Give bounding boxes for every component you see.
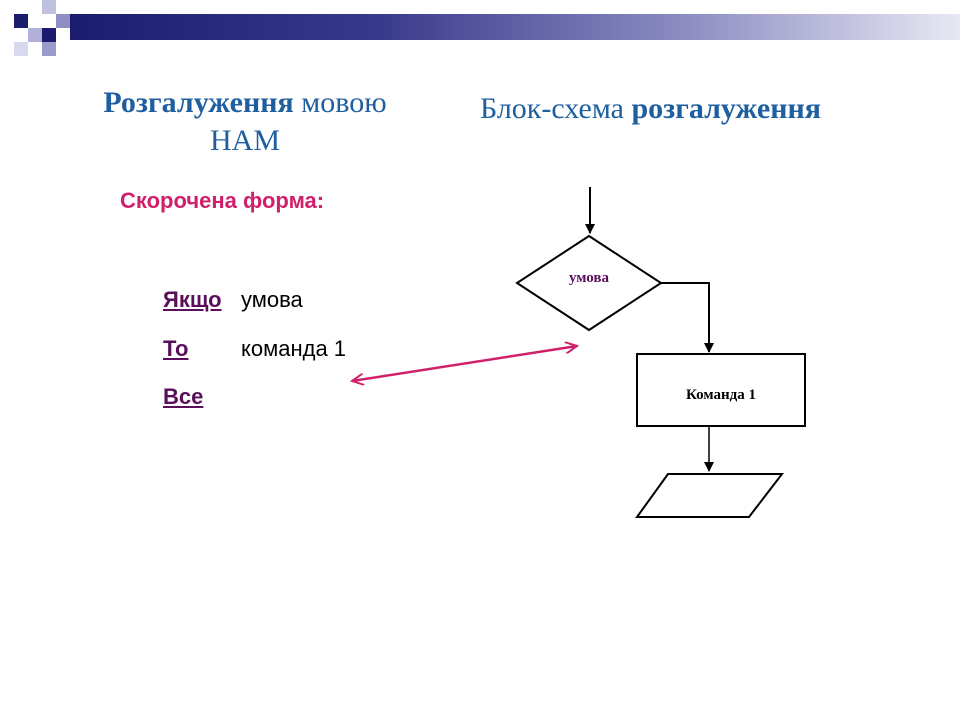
header-square-5: [42, 28, 56, 42]
process-box: [636, 353, 806, 427]
io-parallelogram: [635, 473, 785, 518]
right-title: Блок-схема розгалуження: [480, 92, 900, 126]
branch-arrow: [661, 282, 714, 353]
left-title-bold: Розгалуження: [103, 86, 294, 119]
right-title-bold: розгалуження: [631, 92, 821, 125]
subtitle-short-form: Скорочена форма:: [120, 188, 325, 213]
header-square-6: [14, 42, 28, 56]
left-title: Розгалуження мовою НАМ: [60, 84, 430, 160]
right-title-regular: Блок-схема: [480, 92, 632, 125]
header-square-1: [14, 14, 28, 28]
if-condition: умова: [241, 287, 303, 312]
decision-label: умова: [569, 270, 610, 286]
process-label: Команда 1: [686, 387, 756, 403]
keyword-then: То: [163, 336, 189, 361]
header-square-2: [42, 0, 56, 14]
header-square-7: [42, 42, 56, 56]
keyword-if: Якщо: [163, 287, 222, 312]
header-square-3: [56, 14, 70, 28]
link-double-arrow: [352, 346, 577, 381]
keyword-end: Все: [163, 384, 204, 409]
left-title-regular: мовою: [293, 86, 387, 119]
left-title-second-line: НАМ: [209, 124, 280, 157]
header-square-4: [28, 28, 42, 42]
decision-diamond: [515, 234, 663, 332]
then-command: команда 1: [241, 336, 347, 361]
header-gradient-bar: [70, 14, 960, 40]
